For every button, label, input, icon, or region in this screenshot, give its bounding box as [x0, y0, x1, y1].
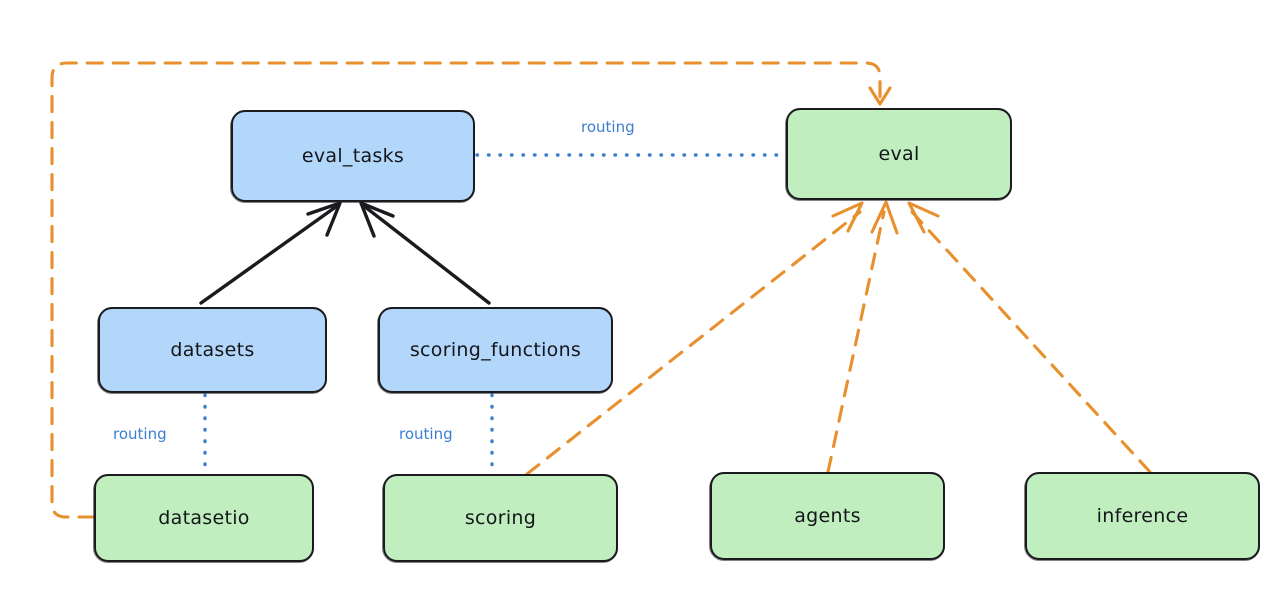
node-label-datasetio: datasetio	[158, 507, 250, 529]
edge-label-routing-scoring-functions-scoring: routing	[396, 425, 456, 443]
node-eval[interactable]: eval	[785, 108, 1012, 201]
node-label-scoring: scoring	[464, 507, 537, 529]
node-label-eval: eval	[878, 143, 920, 165]
arrowhead-datasets-to-eval-tasks	[306, 201, 342, 237]
arrowhead-scoring-to-eval	[831, 201, 864, 233]
node-label-eval-tasks: eval_tasks	[301, 145, 405, 167]
node-label-scoring-functions: scoring_functions	[409, 339, 582, 361]
edge-scoring-to-eval	[525, 210, 862, 476]
edge-datasets-to-eval-tasks	[199, 204, 339, 305]
node-datasetio[interactable]: datasetio	[93, 474, 314, 563]
node-scoring-functions[interactable]: scoring_functions	[377, 307, 613, 394]
edge-agents-to-eval	[826, 210, 886, 474]
node-agents[interactable]: agents	[709, 472, 945, 561]
edge-label-routing-eval-tasks-eval: routing	[578, 118, 638, 136]
node-label-agents: agents	[794, 505, 861, 527]
arrowhead-inference-to-eval	[907, 201, 940, 234]
node-inference[interactable]: inference	[1024, 472, 1260, 561]
edge-label-routing-datasets-datasetio: routing	[110, 425, 170, 443]
node-label-datasets: datasets	[170, 339, 255, 361]
node-label-inference: inference	[1096, 505, 1189, 527]
node-scoring[interactable]: scoring	[382, 474, 618, 563]
arrowhead-scoring-functions-to-eval-tasks	[359, 201, 395, 238]
edge-datasetio-to-eval	[50, 61, 882, 519]
edge-scoring-functions-to-eval-tasks	[362, 204, 491, 305]
arrowhead-datasetio-to-eval	[868, 86, 892, 106]
node-eval-tasks[interactable]: eval_tasks	[230, 110, 475, 203]
arrowhead-agents-to-eval	[870, 200, 899, 235]
node-datasets[interactable]: datasets	[97, 307, 327, 394]
edge-inference-to-eval	[910, 210, 1152, 474]
